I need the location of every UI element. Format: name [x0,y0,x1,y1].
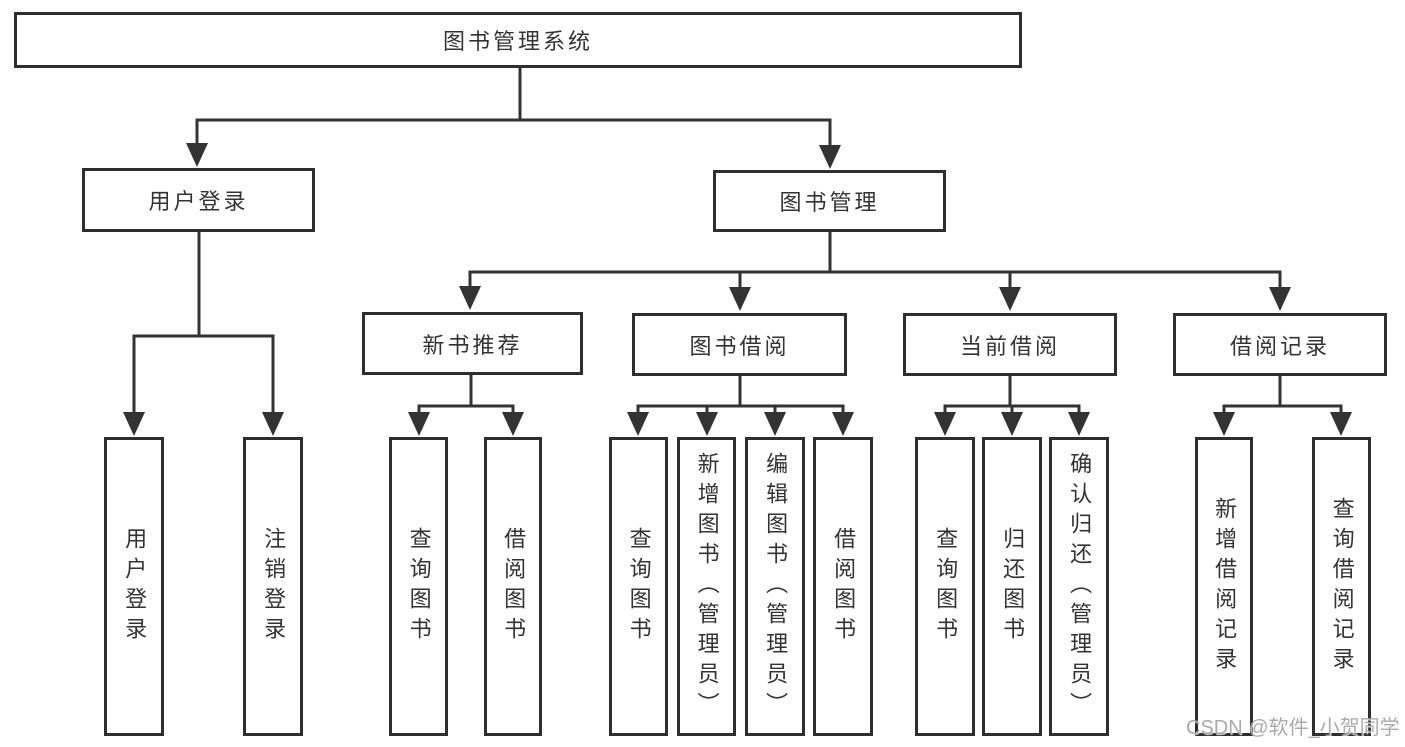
node-root-library-system: 图书管理系统 [14,12,1022,68]
node-label: 确认归还（管理员） [1067,451,1093,722]
leaf-borrow-book-recommend: 借阅图书 [484,437,542,736]
node-label: 查询图书 [626,526,652,647]
arrow-down [408,412,430,436]
arrow-down [819,145,841,169]
connector-new-book-children [408,373,524,436]
node-label: 图书管理系统 [442,29,593,54]
arrow-down [123,412,145,436]
leaf-query-books-current: 查询图书 [915,437,975,736]
csdn-watermark: CSDN @软件_小贺同学 [1186,717,1400,739]
node-label: 借阅图书 [831,526,857,647]
arrow-down [764,412,786,436]
node-label: 借阅图书 [501,526,527,647]
node-label: 图书管理 [779,190,880,215]
leaf-return-book: 归还图书 [982,437,1042,736]
leaf-add-borrow-record: 新增借阅记录 [1195,437,1253,736]
arrow-down [1269,287,1291,311]
arrow-down [934,412,956,436]
node-label: 查询图书 [933,526,959,647]
node-label: 编辑图书（管理员） [763,451,789,722]
node-book-management: 图书管理 [713,170,946,232]
connector-root-split [186,66,841,169]
node-label: 归还图书 [1000,526,1026,647]
leaf-query-books-recommend: 查询图书 [389,437,448,736]
node-label: 新增借阅记录 [1212,496,1238,677]
connector-borrow-records-children [1213,374,1352,436]
leaf-query-borrow-record: 查询借阅记录 [1312,437,1371,736]
connector-current-borrow-children [934,374,1090,436]
arrow-down [729,287,751,311]
node-label: 注销登录 [261,526,287,647]
node-label: 新书推荐 [422,332,523,358]
arrow-down [696,412,718,436]
connector-user-login-children [123,230,284,436]
leaf-user-login: 用户登录 [104,437,164,736]
node-label: 借阅记录 [1229,333,1330,359]
leaf-query-books-borrow: 查询图书 [609,437,668,736]
node-label: 查询借阅记录 [1329,496,1355,677]
connector-book-borrow-children [627,374,854,436]
arrow-down [502,412,524,436]
node-user-login: 用户登录 [82,168,315,232]
leaf-edit-book-admin: 编辑图书（管理员） [745,437,805,736]
arrow-down [1001,412,1023,436]
arrow-down [459,286,481,310]
arrow-down [186,143,208,167]
arrow-down [262,412,284,436]
node-label: 用户登录 [122,526,148,647]
arrow-down [1068,412,1090,436]
node-book-borrow: 图书借阅 [632,313,847,376]
leaf-confirm-return-admin: 确认归还（管理员） [1049,437,1109,736]
connector-book-management-children [459,230,1291,311]
arrow-down [999,287,1021,311]
node-borrow-records: 借阅记录 [1173,313,1387,376]
leaf-borrow-book: 借阅图书 [813,437,873,736]
node-label: 新增图书（管理员） [694,451,720,722]
node-new-book-recommend: 新书推荐 [362,312,583,375]
node-label: 用户登录 [148,189,249,214]
node-label: 图书借阅 [689,333,790,359]
arrow-down [1330,412,1352,436]
node-current-borrow: 当前借阅 [903,313,1117,376]
arrow-down [627,412,649,436]
leaf-add-book-admin: 新增图书（管理员） [677,437,736,736]
arrow-down [1213,412,1235,436]
node-label: 当前借阅 [959,333,1060,359]
leaf-logout: 注销登录 [243,437,303,736]
arrow-down [832,412,854,436]
node-label: 查询图书 [406,526,432,647]
